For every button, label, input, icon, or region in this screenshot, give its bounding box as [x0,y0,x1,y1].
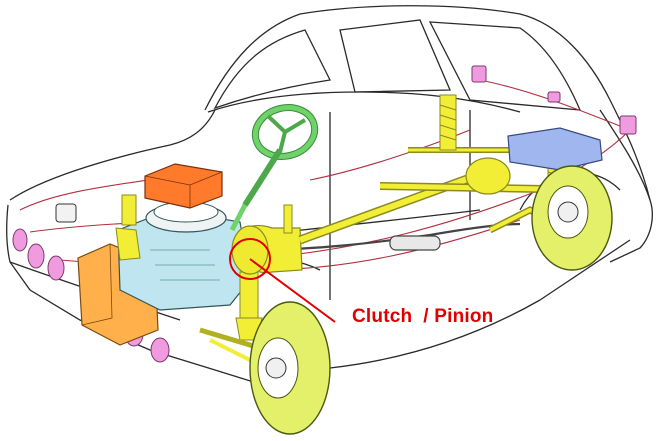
callout-label: Clutch / Pinion [352,306,494,327]
battery [144,163,223,209]
rear-lamps [471,65,637,135]
rear-wheel-tire-icon [531,165,613,271]
fuel-tank [507,127,603,171]
steering-wheel [229,104,319,232]
engine-block [117,201,251,311]
front-wheel-tire-icon [249,301,331,435]
callout-marker [229,238,336,323]
air-filter-canister [55,203,77,223]
